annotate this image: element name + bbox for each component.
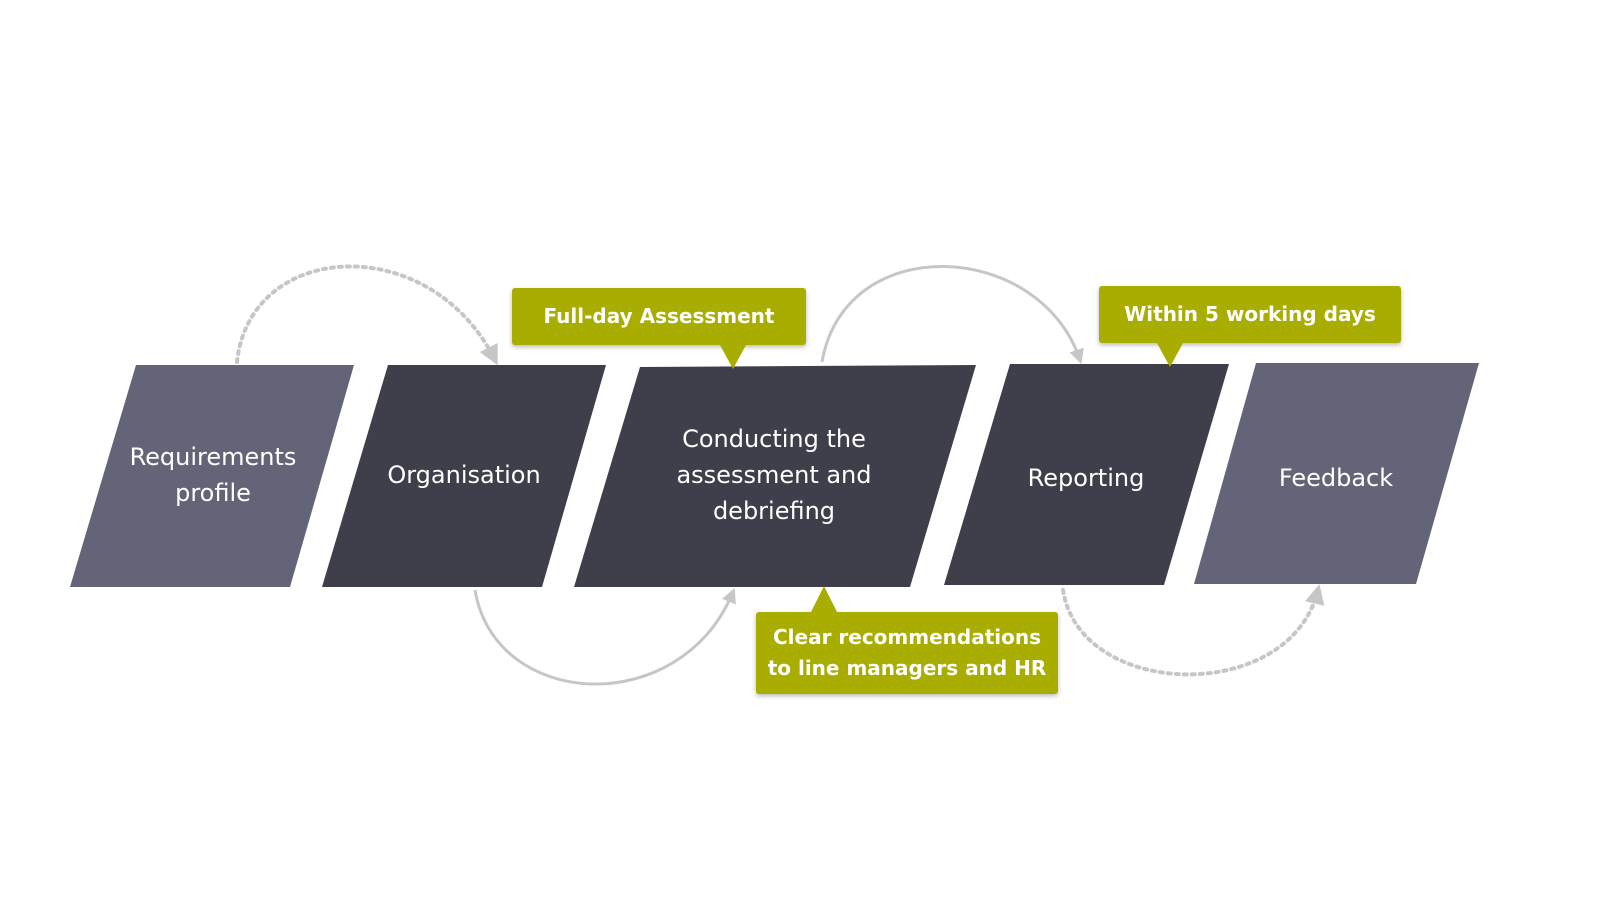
step-organisation-shape <box>322 365 606 587</box>
connector-arrow-reporting-to-feedback <box>1061 584 1325 677</box>
callout-full-day-assessment-text: Full-day Assessment <box>543 304 775 328</box>
step-label-reporting: Reporting <box>1027 464 1145 492</box>
callout-within-5-working-days-text: Within 5 working days <box>1124 302 1376 326</box>
callout-pointer <box>1157 343 1183 367</box>
step-reporting-shape <box>944 364 1229 585</box>
callout-pointer <box>811 586 837 612</box>
connector-arrow-organisation-to-conducting <box>473 587 736 686</box>
step-conducting-shape <box>574 365 976 587</box>
callout-full-day-assessment: Full-day Assessment <box>512 288 806 369</box>
callout-within-5-working-days: Within 5 working days <box>1099 286 1401 367</box>
step-label-conducting: Conducting the assessment and debriefing <box>676 425 872 525</box>
step-label-feedback: Feedback <box>1278 464 1394 492</box>
connector-arrow-requirements-to-organisation <box>235 264 498 366</box>
step-label-requirements-profile: Requirements profile <box>129 443 297 507</box>
step-feedback-shape <box>1194 363 1479 584</box>
step-requirements-profile-shape <box>70 365 354 587</box>
callout-clear-recommendations-text: Clear recommendations to line managers a… <box>767 625 1047 680</box>
callout-pointer <box>720 345 746 369</box>
connector-arrow-conducting-to-reporting <box>820 265 1084 365</box>
step-label-organisation: Organisation <box>387 461 541 489</box>
callout-clear-recommendations: Clear recommendations to line managers a… <box>756 586 1058 694</box>
